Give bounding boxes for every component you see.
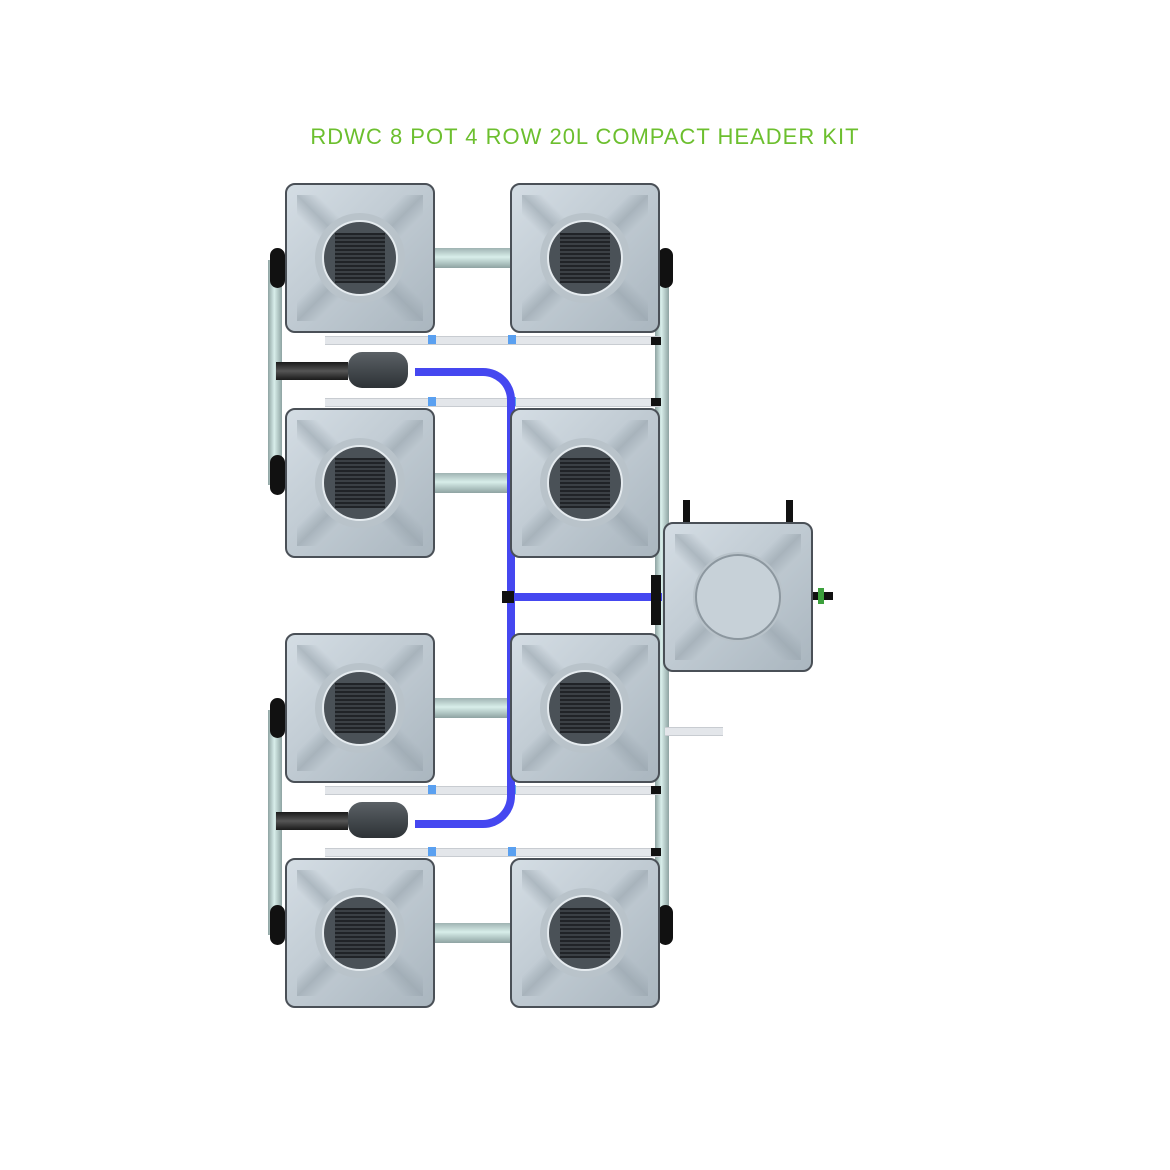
- tank-vent: [786, 500, 793, 524]
- tank-vent: [683, 500, 690, 524]
- pot-row3-right: [510, 633, 660, 783]
- link-pipe-row3: [430, 698, 515, 718]
- elbow-fitting: [658, 248, 673, 288]
- pot-row2-left: [285, 408, 435, 558]
- pot-row2-right: [510, 408, 660, 558]
- net-pot-mesh: [335, 233, 385, 283]
- header-tank: [663, 522, 813, 672]
- black-fitting: [651, 337, 661, 345]
- header-inlet-fitting: [651, 575, 661, 625]
- left-return-pipe-top: [268, 260, 282, 485]
- blue-feed-line-bottom: [415, 820, 475, 828]
- left-return-pipe-bottom: [268, 710, 282, 935]
- link-pipe-row2: [430, 473, 515, 493]
- net-pot-mesh: [560, 233, 610, 283]
- tube-fitting: [428, 847, 436, 856]
- link-pipe-row1: [430, 248, 515, 268]
- net-pot-mesh: [560, 908, 610, 958]
- tee-fitting: [502, 591, 514, 603]
- pump-connector: [276, 362, 348, 380]
- net-pot-mesh: [335, 458, 385, 508]
- feed-tube: [325, 848, 660, 857]
- tube-fitting: [508, 335, 516, 344]
- feed-tube: [325, 336, 660, 345]
- pot-row4-right: [510, 858, 660, 1008]
- tube-fitting: [428, 397, 436, 406]
- diagram-title: RDWC 8 POT 4 ROW 20L COMPACT HEADER KIT: [310, 124, 860, 149]
- net-pot-mesh: [560, 458, 610, 508]
- tube-fitting: [428, 785, 436, 794]
- net-pot-mesh: [560, 683, 610, 733]
- pump-bottom: [276, 802, 416, 842]
- black-fitting: [651, 398, 661, 406]
- pot-row3-left: [285, 633, 435, 783]
- tank-cap: [695, 554, 781, 640]
- blue-feed-line-bend: [470, 368, 515, 413]
- blue-feed-line-top: [415, 368, 475, 376]
- net-pot-mesh: [335, 683, 385, 733]
- elbow-fitting: [658, 905, 673, 945]
- pump-connector: [276, 812, 348, 830]
- pump-icon: [348, 802, 408, 838]
- pot-row4-left: [285, 858, 435, 1008]
- elbow-fitting: [270, 455, 285, 495]
- blue-feed-line-to-header: [507, 593, 662, 601]
- tube-fitting: [428, 335, 436, 344]
- pump-icon: [348, 352, 408, 388]
- elbow-fitting: [270, 248, 285, 288]
- tank-valve-cap: [818, 588, 824, 604]
- net-pot: [547, 895, 623, 971]
- pot-row1-right: [510, 183, 660, 333]
- drain-tube: [665, 727, 723, 736]
- net-pot-mesh: [335, 908, 385, 958]
- tube-fitting: [508, 847, 516, 856]
- elbow-fitting: [270, 698, 285, 738]
- elbow-fitting: [270, 905, 285, 945]
- link-pipe-row4: [430, 923, 515, 943]
- black-fitting: [651, 848, 661, 856]
- black-fitting: [651, 786, 661, 794]
- blue-feed-line-bend: [470, 783, 515, 828]
- pot-row1-left: [285, 183, 435, 333]
- pump-top: [276, 352, 416, 392]
